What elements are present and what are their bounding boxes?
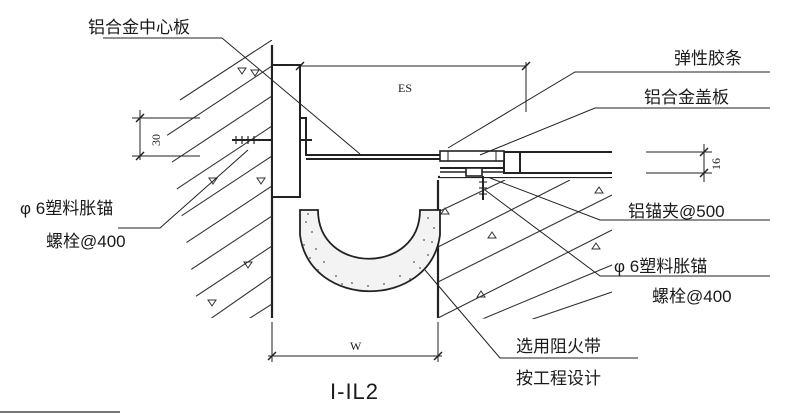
drawing-code: I-IL2 xyxy=(330,379,379,404)
dim-width-value: W xyxy=(350,339,362,353)
label-fire-belt-line1: 选用阻火带 xyxy=(516,337,601,356)
left-concrete-wall xyxy=(159,40,274,318)
label-left-anchor-line2: 螺栓@400 xyxy=(46,232,126,251)
center-plate-assembly xyxy=(103,37,440,198)
dimension-right-height xyxy=(646,144,712,182)
label-center-plate: 铝合金中心板 xyxy=(88,18,190,37)
cover-plate xyxy=(440,149,612,200)
label-right-anchor-line1: φ 6塑料胀锚 xyxy=(614,257,707,276)
label-right-anchor-line2: 螺栓@400 xyxy=(652,287,732,306)
fire-stop-belt xyxy=(299,209,441,292)
right-concrete-wall xyxy=(436,175,612,320)
dim-right-height-value: 16 xyxy=(709,158,723,170)
label-rubber-strip: 弹性胶条 xyxy=(674,49,742,68)
leader-lines xyxy=(118,71,770,359)
rubber-strip xyxy=(439,150,505,162)
dimension-width xyxy=(267,322,443,362)
label-fire-belt-line2: 按工程设计 xyxy=(516,369,601,388)
dim-left-height-value: 30 xyxy=(149,134,163,146)
label-left-anchor-line1: φ 6塑料胀锚 xyxy=(20,199,113,218)
dim-es-value: ES xyxy=(398,81,412,95)
label-clip: 铝锚夹@500 xyxy=(628,202,725,221)
dimension-left-height xyxy=(132,110,200,161)
label-cover-plate: 铝合金盖板 xyxy=(644,88,729,107)
dimension-es xyxy=(295,61,531,112)
